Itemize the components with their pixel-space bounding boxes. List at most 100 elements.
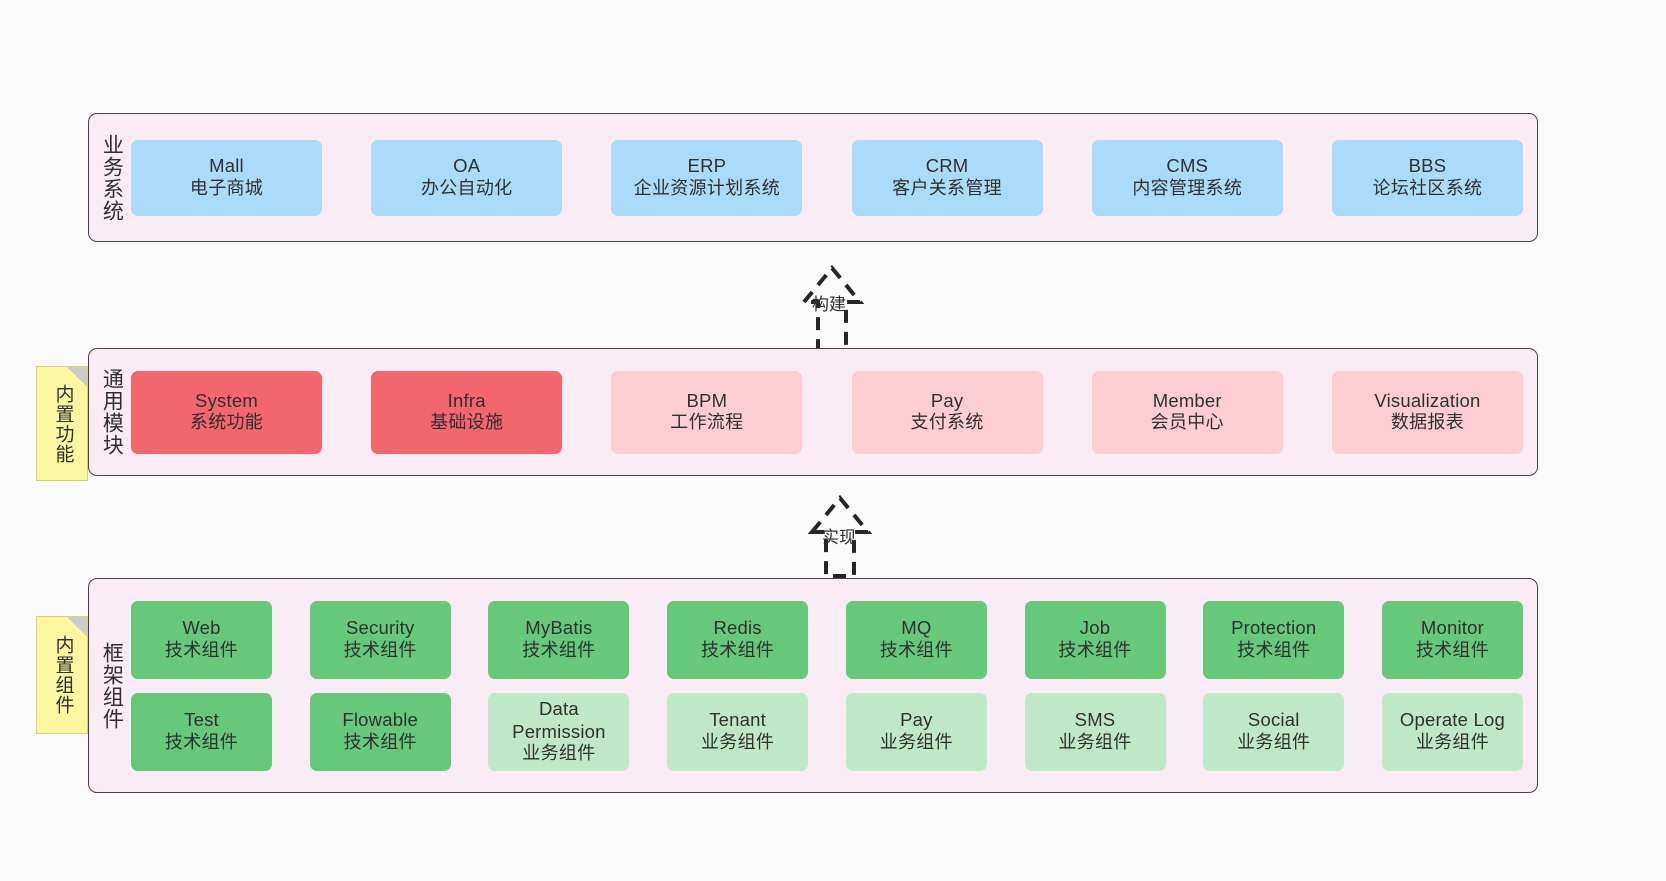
implement-arrow (766, 488, 926, 578)
card-title-en: Visualization (1374, 389, 1481, 411)
builtin-components-note-text: 内置组件 (52, 635, 74, 715)
note-fold-corner-icon (67, 367, 87, 387)
card-title-en: CMS (1166, 155, 1209, 177)
card-title-en: MQ (901, 617, 932, 639)
card-title-en: Member (1152, 389, 1222, 411)
card-title-cn: 论坛社区系统 (1372, 177, 1483, 198)
card-title-en: Tenant (709, 709, 766, 731)
card-title-cn: 技术组件 (343, 639, 417, 660)
card-title-cn: 技术组件 (1237, 639, 1311, 660)
card-title-cn: 技术组件 (164, 731, 239, 752)
card-title-cn: 支付系统 (910, 412, 984, 433)
card-title-cn: 技术组件 (1058, 639, 1132, 660)
card-title-en: Test (184, 709, 219, 731)
card-title-en: ERP (687, 155, 727, 177)
card-title-en: Redis (713, 617, 762, 639)
card-title-en: Pay (930, 389, 964, 411)
card-title-en: BBS (1408, 155, 1447, 177)
card-title-cn: 业务组件 (1415, 731, 1490, 752)
card-title-cn: 办公自动化 (420, 177, 513, 198)
card-title-en: Job (1079, 617, 1111, 639)
layer-framework-components-title: 框架组件 (100, 641, 124, 730)
card-title-cn: 技术组件 (879, 639, 953, 660)
layer-common-modules-title: 通用模块 (100, 368, 124, 456)
card-title-en: MyBatis (525, 617, 593, 639)
card-title-cn: 系统功能 (189, 412, 264, 433)
card-title-cn: 技术组件 (343, 731, 417, 752)
card-title-cn: 业务组件 (522, 743, 596, 764)
card-title-cn: 企业资源计划系统 (633, 177, 781, 198)
build-arrow-svg (799, 264, 865, 352)
card-title-en: Mall (209, 155, 244, 177)
implement-arrow-label: 实现 (822, 528, 856, 547)
card-title-cn: 电子商城 (189, 177, 264, 198)
card-title-cn: 技术组件 (522, 639, 596, 660)
builtin-components-note: 内置组件 (36, 616, 88, 734)
card-title-cn: 技术组件 (1415, 639, 1490, 660)
card-title-en: Infra (447, 389, 486, 411)
card-title-en: Web (182, 617, 221, 639)
card-title-en: SMS (1074, 709, 1116, 731)
card-title-en: OA (453, 155, 481, 177)
card-title-en: Social (1247, 709, 1300, 731)
card-title-cn: 业务组件 (701, 731, 775, 752)
implement-arrow-svg (807, 494, 873, 578)
card-title-en: Pay (900, 709, 933, 731)
builtin-features-note: 内置功能 (36, 366, 88, 481)
card-title-en: Flowable (342, 709, 419, 731)
card-title-cn: 数据报表 (1390, 412, 1465, 433)
card-title-en: System (195, 389, 258, 411)
card-title-en: Monitor (1420, 617, 1484, 639)
note-fold-corner-icon (67, 617, 87, 637)
layer-business-systems-title: 业务系统 (100, 133, 124, 222)
card-title-en: Operate Log (1399, 709, 1505, 731)
card-title-en: Protection (1231, 617, 1317, 639)
card-title-cn: 工作流程 (670, 412, 744, 433)
card-title-cn: 基础设施 (430, 412, 504, 433)
card-title-en: CRM (925, 155, 969, 177)
card-title-cn: 内容管理系统 (1132, 177, 1243, 198)
card-title-cn: 会员中心 (1150, 412, 1224, 433)
card-title-en: Data Permission (512, 697, 606, 742)
build-arrow (752, 256, 912, 352)
